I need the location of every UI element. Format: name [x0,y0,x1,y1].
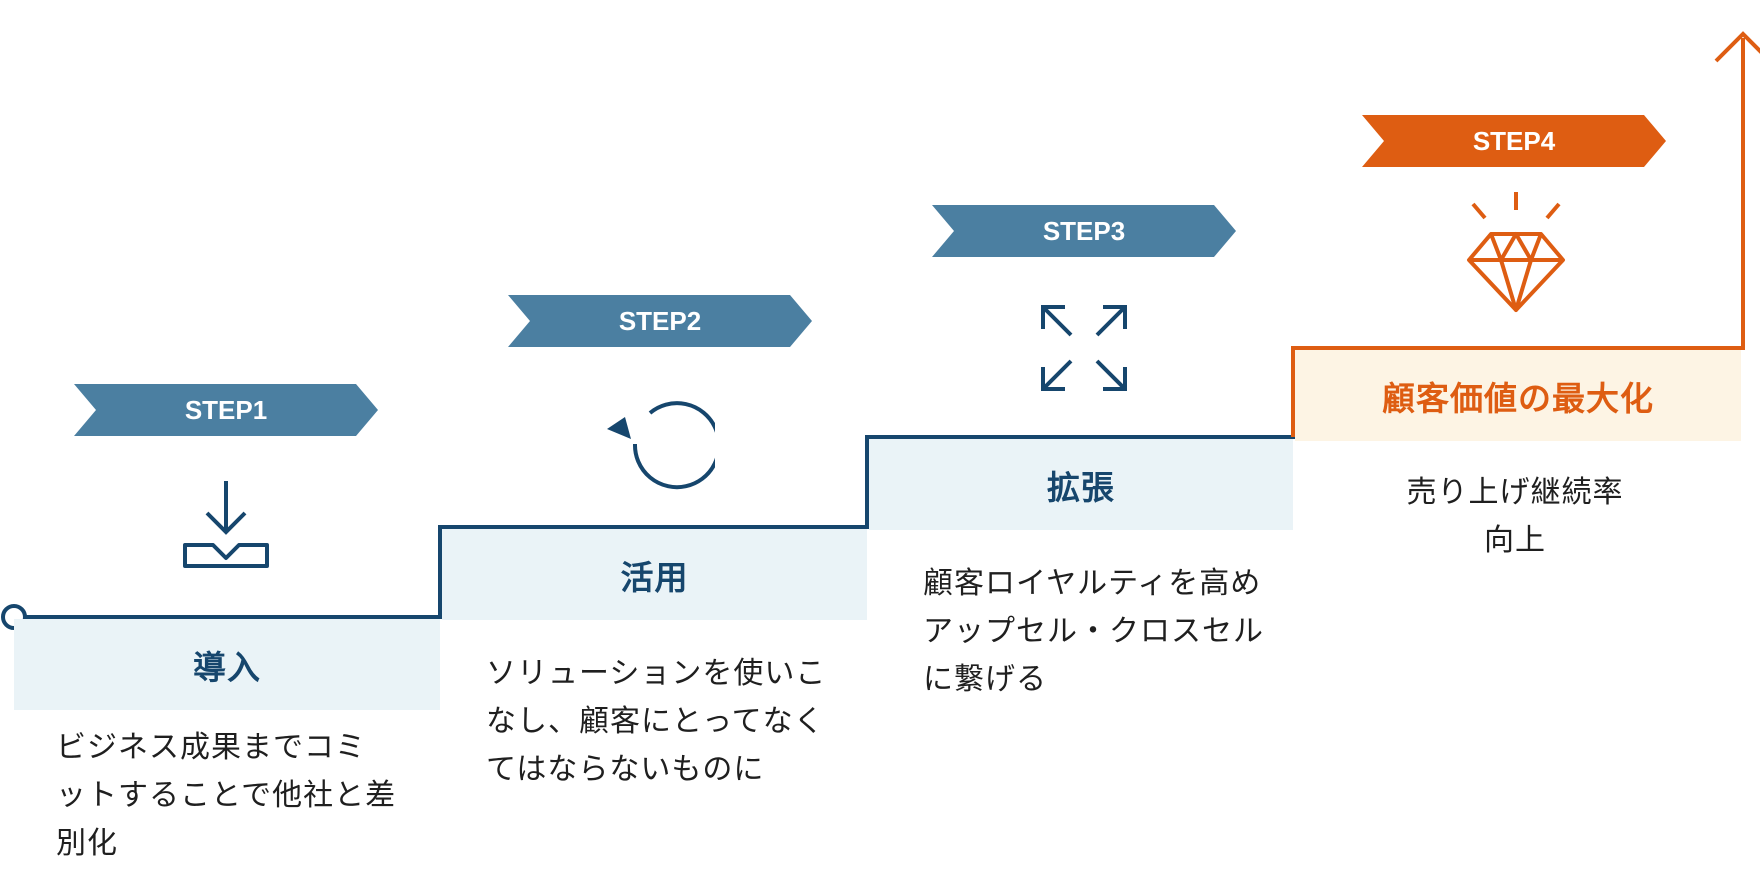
stage-label-1: 導入 [193,647,261,687]
description-line: 別化 [56,826,118,861]
description-line: ビジネス成果までコミ [56,730,366,765]
step-tag-label-1: STEP1 [184,394,268,425]
step-tag-label-4: STEP4 [1472,125,1556,156]
step-description-1: ビジネス成果までコミ ットすることで他社と差 別化 [56,724,396,868]
stage-band-4: 顧客価値の最大化 [1295,350,1741,441]
step-tag-3: STEP3 [932,205,1236,257]
stage-band-1: 導入 [14,619,440,710]
description-line: アップセル・クロスセル [923,614,1264,649]
diamond-icon [1467,192,1565,312]
description-line: 売り上げ継続率 [1406,475,1624,510]
step-tag-1: STEP1 [74,384,378,436]
step-tag-label-3: STEP3 [1042,215,1126,246]
step-description-2: ソリューションを使いこ なし、顧客にとってなく てはならないものに [486,650,826,794]
step-tag-4: STEP4 [1362,115,1666,167]
description-line: ットすることで他社と差 [56,778,397,813]
description-line: なし、顧客にとってなく [486,704,825,739]
expand-icon [1041,305,1127,391]
stage-label-4: 顧客価値の最大化 [1382,378,1654,418]
step-description-3: 顧客ロイヤルティを高め アップセル・クロスセル に繋げる [923,560,1264,704]
step-tag-label-2: STEP2 [618,305,702,336]
description-line: 顧客ロイヤルティを高め [923,566,1262,601]
step-tag-2: STEP2 [508,295,812,347]
refresh-icon [607,401,715,490]
description-line: 向上 [1484,523,1546,558]
download-icon [183,481,269,568]
step-description-4: 売り上げ継続率 向上 [1345,469,1685,565]
stage-label-3: 拡張 [1047,467,1115,507]
description-line: てはならないものに [486,752,765,787]
description-line: に繋げる [923,662,1047,697]
description-line: ソリューションを使いこ [486,656,827,691]
stage-band-2: 活用 [442,529,867,620]
stage-label-2: 活用 [620,557,689,597]
stage-band-3: 拡張 [869,439,1293,530]
